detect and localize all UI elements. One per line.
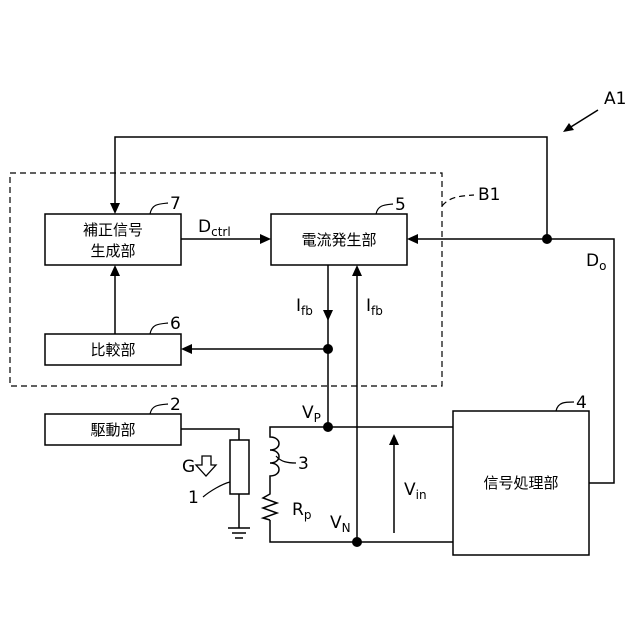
ref-number-3: 3 xyxy=(298,454,309,474)
coil-inductor xyxy=(270,430,279,482)
ref-number-7: 7 xyxy=(170,194,181,214)
ref-leader-7 xyxy=(150,203,168,214)
ref-label-b1: B1 xyxy=(478,185,500,205)
arrowhead-into-correction xyxy=(110,203,120,214)
a1-pointer-arrowhead xyxy=(563,123,574,132)
sensor-element xyxy=(230,440,249,494)
signal-label-vin: Vin xyxy=(404,480,427,502)
arrowhead-ifb-up xyxy=(352,265,362,276)
resistor-rp xyxy=(263,482,277,520)
arrowhead-into-current-gen xyxy=(407,234,418,244)
correction-block-label-line2: 生成部 xyxy=(90,242,135,260)
signal-label-ifb-left: Ifb xyxy=(296,296,313,318)
driver-to-sensor-wire xyxy=(181,429,239,440)
arrowhead-ifb-down xyxy=(323,310,333,321)
ref-leader-1 xyxy=(203,482,230,497)
ref-leader-b1 xyxy=(442,195,474,206)
junction-node-vn xyxy=(352,537,362,547)
ref-label-a1: A1 xyxy=(604,89,626,109)
ref-leader-5 xyxy=(376,204,393,214)
arrowhead-dctrl xyxy=(260,234,271,244)
g-direction-arrow-icon xyxy=(196,456,216,476)
signal-label-ifb-right: Ifb xyxy=(366,296,383,318)
ref-leader-4 xyxy=(556,402,574,411)
signal-label-vp: VP xyxy=(302,403,321,425)
ref-number-6: 6 xyxy=(170,314,181,334)
arrowhead-into-comparator xyxy=(181,344,192,354)
ref-number-5: 5 xyxy=(395,195,406,215)
arrowhead-vin xyxy=(389,434,399,445)
ref-number-4: 4 xyxy=(576,393,587,413)
current-generator-label: 電流発生部 xyxy=(301,231,376,249)
signal-label-vn: VN xyxy=(330,513,351,535)
signal-processor-label: 信号処理部 xyxy=(483,474,558,492)
correction-block-label-line1: 補正信号 xyxy=(83,221,143,239)
ref-leader-2 xyxy=(150,404,168,414)
comparator-label: 比較部 xyxy=(90,341,135,359)
arrowhead-up-into-correction xyxy=(110,265,120,276)
junction-node-vp xyxy=(323,422,333,432)
junction-node-comparator xyxy=(323,344,333,354)
signal-label-rp: Rp xyxy=(292,500,311,522)
signal-label-dctrl: Dctrl xyxy=(198,217,231,239)
ref-number-2: 2 xyxy=(170,395,181,415)
junction-node-do xyxy=(542,234,552,244)
vp-wire xyxy=(270,427,453,430)
ref-leader-6 xyxy=(150,323,168,334)
ref-number-1: 1 xyxy=(188,488,199,508)
signal-label-g: G xyxy=(182,457,195,477)
driver-label: 駆動部 xyxy=(90,421,135,439)
vn-wire xyxy=(270,520,453,542)
ground-icon xyxy=(228,528,250,538)
signal-label-do: Do xyxy=(586,251,606,273)
